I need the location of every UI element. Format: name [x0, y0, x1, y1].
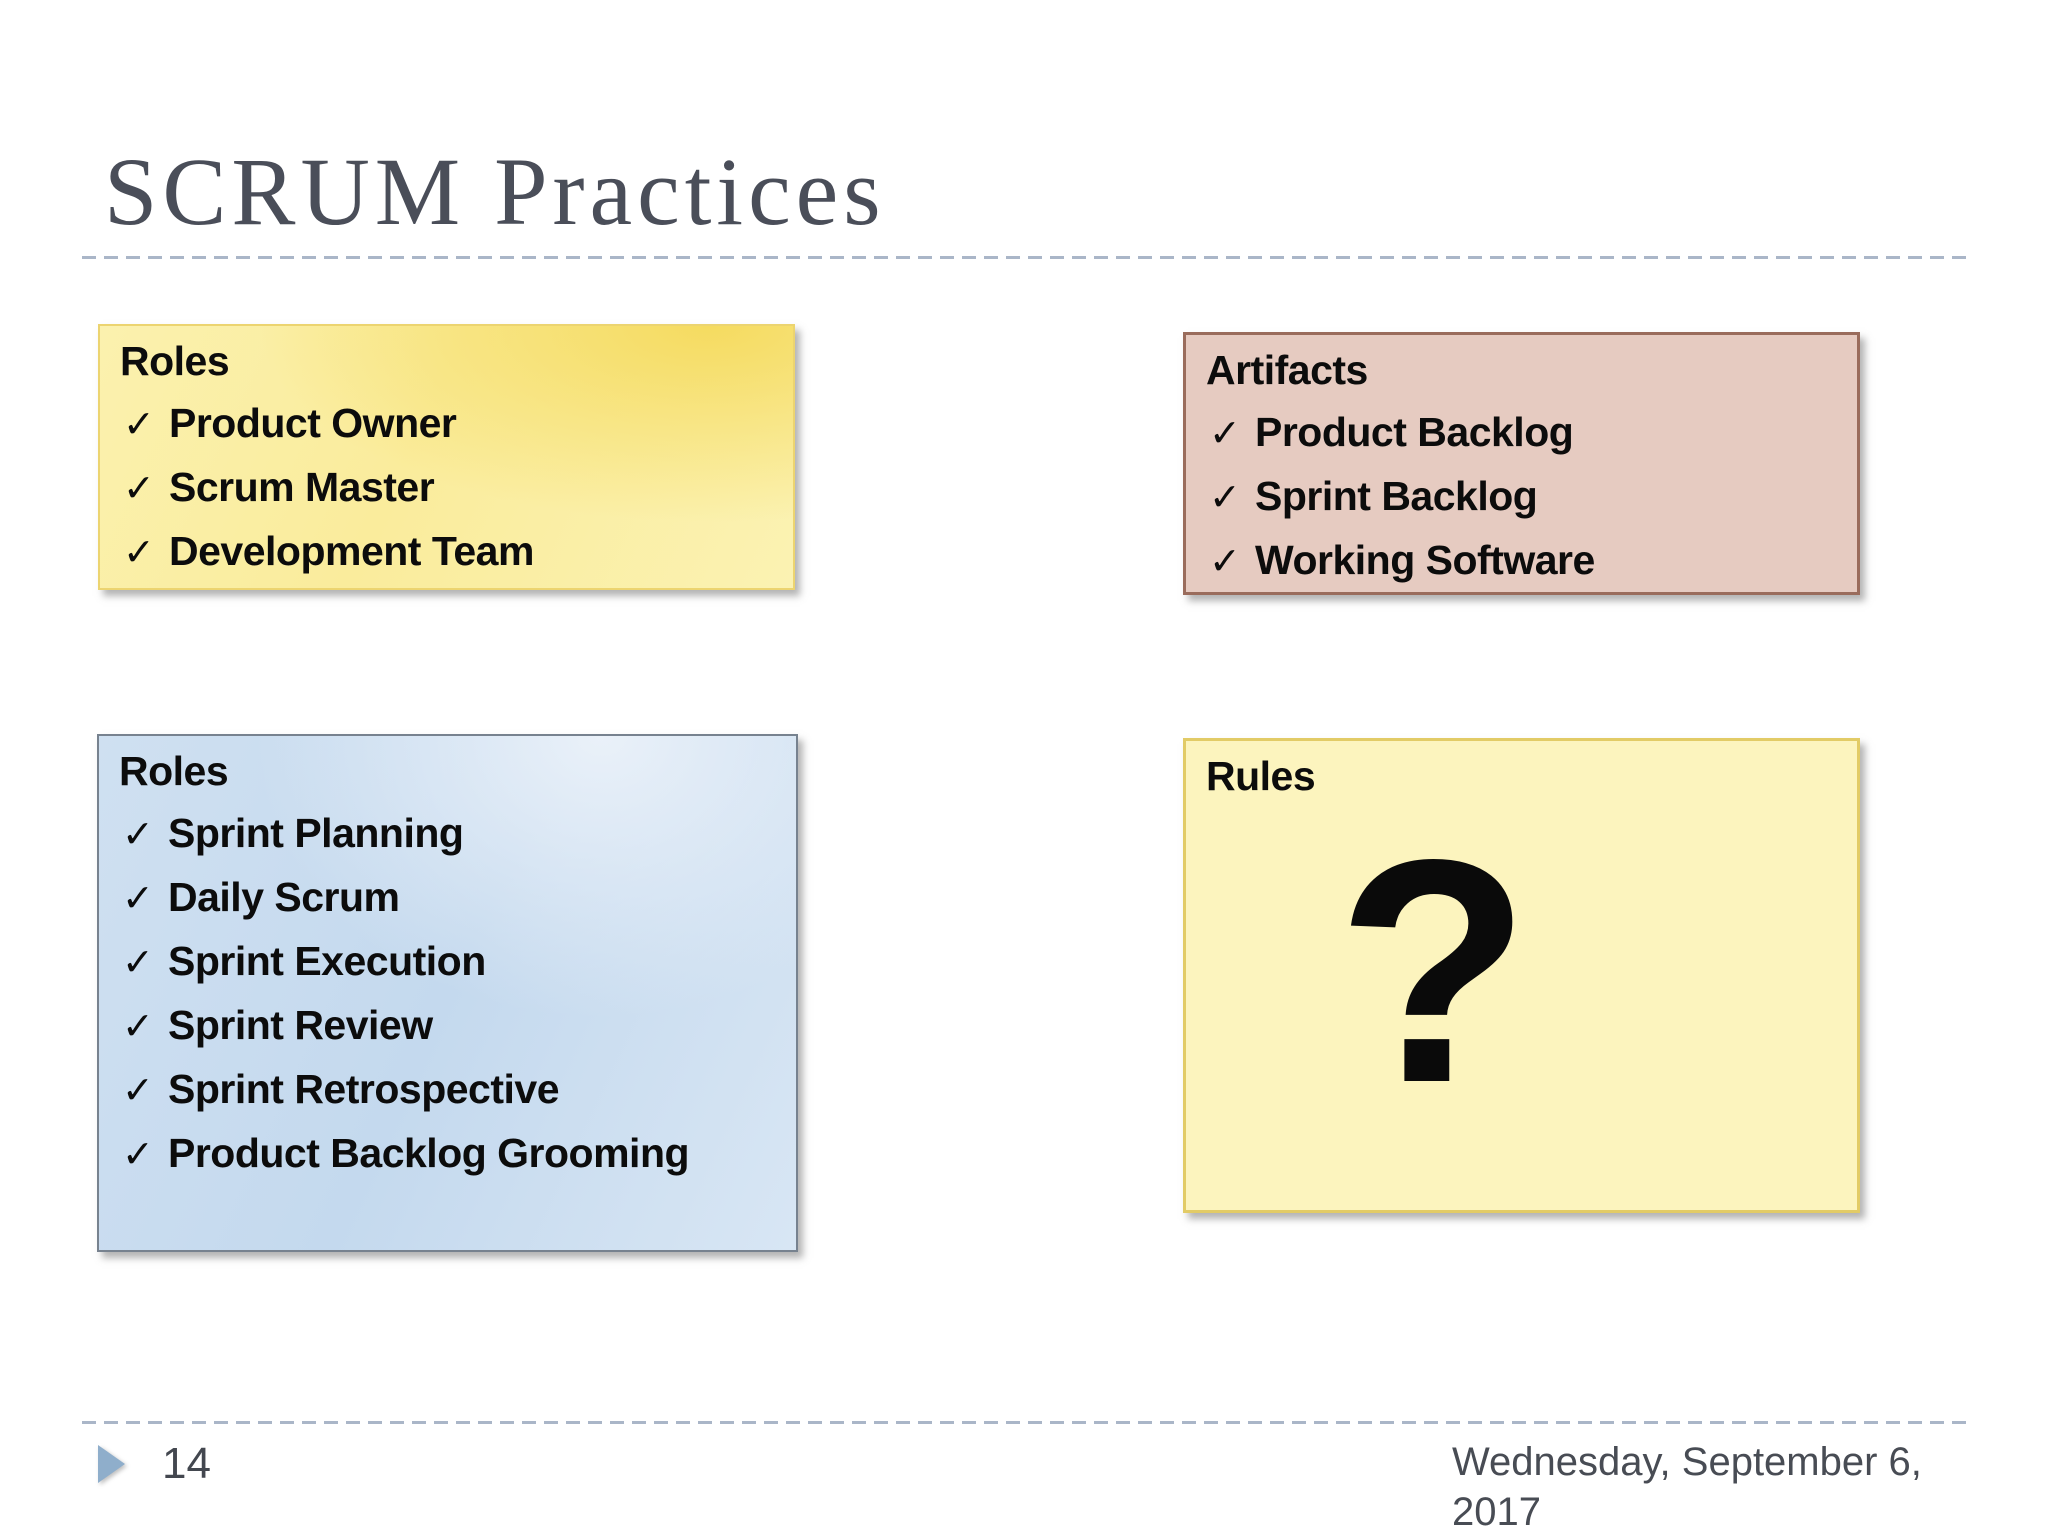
list-item-label: Working Software — [1255, 537, 1595, 583]
list-item-label: Sprint Backlog — [1255, 473, 1538, 519]
list-item-label: Sprint Retrospective — [168, 1066, 560, 1112]
page-number: 14 — [162, 1439, 211, 1488]
note-title: Rules — [1206, 753, 1316, 799]
sticky-note-artifacts: Artifacts ✓ Product Backlog ✓ Sprint Bac… — [1183, 332, 1860, 595]
footer-arrow-icon — [98, 1445, 125, 1483]
list-item: ✓ Working Software — [1206, 529, 1837, 593]
list-item: ✓ Sprint Retrospective — [119, 1058, 776, 1122]
checkmark-icon: ✓ — [122, 878, 154, 920]
checkmark-icon: ✓ — [122, 942, 154, 984]
checkmark-icon: ✓ — [122, 1006, 154, 1048]
list-item: ✓ Product Owner — [120, 392, 773, 456]
list-item-label: Scrum Master — [169, 464, 435, 510]
list-item-label: Sprint Review — [168, 1002, 433, 1048]
checkmark-icon: ✓ — [122, 1070, 154, 1112]
note-item-list: ✓ Product Owner ✓ Scrum Master ✓ Develop… — [120, 392, 773, 584]
checkmark-icon: ✓ — [1209, 541, 1241, 583]
list-item: ✓ Sprint Backlog — [1206, 465, 1837, 529]
list-item-label: Development Team — [169, 528, 534, 574]
list-item: ✓ Scrum Master — [120, 456, 773, 520]
footer-date: Wednesday, September 6, 2017 — [1452, 1440, 1922, 1534]
list-item-label: Daily Scrum — [168, 874, 400, 920]
checkmark-icon: ✓ — [123, 404, 155, 446]
note-title: Artifacts — [1206, 347, 1368, 393]
list-item-label: Product Backlog Grooming — [168, 1130, 690, 1176]
question-mark: ? — [1336, 794, 1531, 1149]
note-title: Roles — [119, 748, 229, 794]
list-item-label: Sprint Execution — [168, 938, 486, 984]
list-item: ✓ Sprint Planning — [119, 802, 776, 866]
list-item-label: Sprint Planning — [168, 810, 464, 856]
checkmark-icon: ✓ — [1209, 477, 1241, 519]
list-item: ✓ Product Backlog Grooming — [119, 1122, 776, 1186]
note-item-list: ✓ Product Backlog ✓ Sprint Backlog ✓ Wor… — [1206, 401, 1837, 593]
list-item: ✓ Product Backlog — [1206, 401, 1837, 465]
sticky-note-roles-top: Roles ✓ Product Owner ✓ Scrum Master ✓ D… — [98, 324, 795, 590]
checkmark-icon: ✓ — [123, 532, 155, 574]
list-item: ✓ Daily Scrum — [119, 866, 776, 930]
slide-title: SCRUM Practices — [104, 138, 886, 245]
note-title: Roles — [120, 338, 230, 384]
footer-divider-dashed-line — [82, 1421, 1972, 1424]
title-divider-dashed-line — [82, 256, 1972, 259]
checkmark-icon: ✓ — [1209, 413, 1241, 455]
list-item: ✓ Development Team — [120, 520, 773, 584]
list-item-label: Product Backlog — [1255, 409, 1574, 455]
list-item: ✓ Sprint Review — [119, 994, 776, 1058]
sticky-note-ceremonies: Roles ✓ Sprint Planning ✓ Daily Scrum ✓ … — [97, 734, 798, 1252]
checkmark-icon: ✓ — [123, 468, 155, 510]
checkmark-icon: ✓ — [122, 814, 154, 856]
list-item-label: Product Owner — [169, 400, 457, 446]
note-item-list: ✓ Sprint Planning ✓ Daily Scrum ✓ Sprint… — [119, 802, 776, 1186]
list-item: ✓ Sprint Execution — [119, 930, 776, 994]
checkmark-icon: ✓ — [122, 1134, 154, 1176]
sticky-note-rules: Rules ? — [1183, 738, 1860, 1213]
